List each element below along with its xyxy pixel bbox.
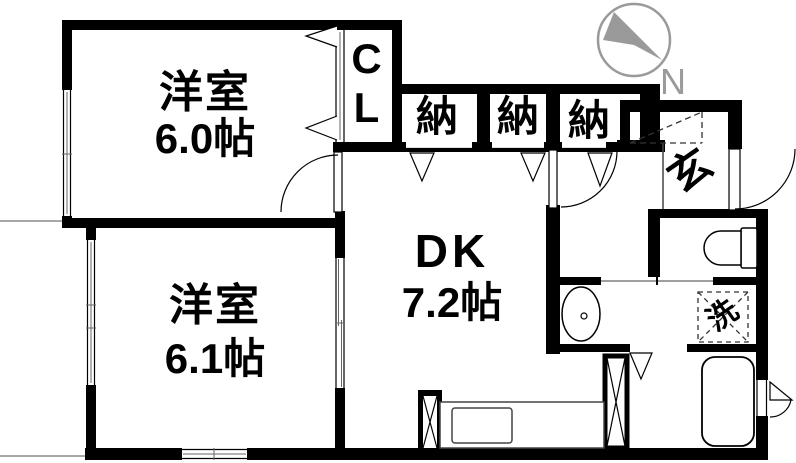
room2-size: 6.1帖 bbox=[164, 335, 266, 382]
overhead-cabinet-dashed bbox=[629, 111, 703, 144]
dk-name: DK bbox=[414, 225, 490, 277]
sliding-door-room2-dk bbox=[335, 258, 345, 388]
storage-label-3: 納 bbox=[567, 97, 611, 144]
dk-size: 7.2帖 bbox=[401, 279, 503, 326]
entrance-door bbox=[728, 148, 796, 211]
bathroom-door bbox=[629, 344, 687, 381]
kitchen-counter-icon bbox=[439, 401, 605, 449]
room1-name: 洋室 bbox=[159, 68, 251, 117]
washroom-door bbox=[601, 277, 656, 285]
window-west-room2 bbox=[86, 240, 96, 385]
wash-basin-icon bbox=[561, 286, 601, 342]
storage-label-2: 納 bbox=[496, 93, 540, 140]
room1-size: 6.0帖 bbox=[154, 115, 256, 162]
compass bbox=[596, 2, 672, 78]
closet-label: CL bbox=[343, 35, 390, 133]
bathroom-window bbox=[756, 380, 794, 418]
window-west-room1 bbox=[62, 90, 72, 216]
toilet-door bbox=[658, 277, 713, 285]
bathtub-icon bbox=[701, 356, 755, 447]
washing-machine-pan-icon bbox=[697, 291, 749, 343]
storage-label-1: 納 bbox=[415, 93, 459, 140]
closet-sliding-door bbox=[304, 25, 345, 142]
door-hallway bbox=[548, 149, 618, 209]
storage-doors bbox=[406, 142, 613, 188]
north-label: N bbox=[660, 61, 686, 102]
room2-name: 洋室 bbox=[169, 281, 261, 330]
pipe-space-icon bbox=[418, 353, 630, 460]
ground-lines bbox=[0, 220, 86, 457]
toilet-icon bbox=[703, 227, 758, 269]
window-south-room2 bbox=[182, 448, 247, 460]
door-room1 bbox=[280, 151, 343, 213]
